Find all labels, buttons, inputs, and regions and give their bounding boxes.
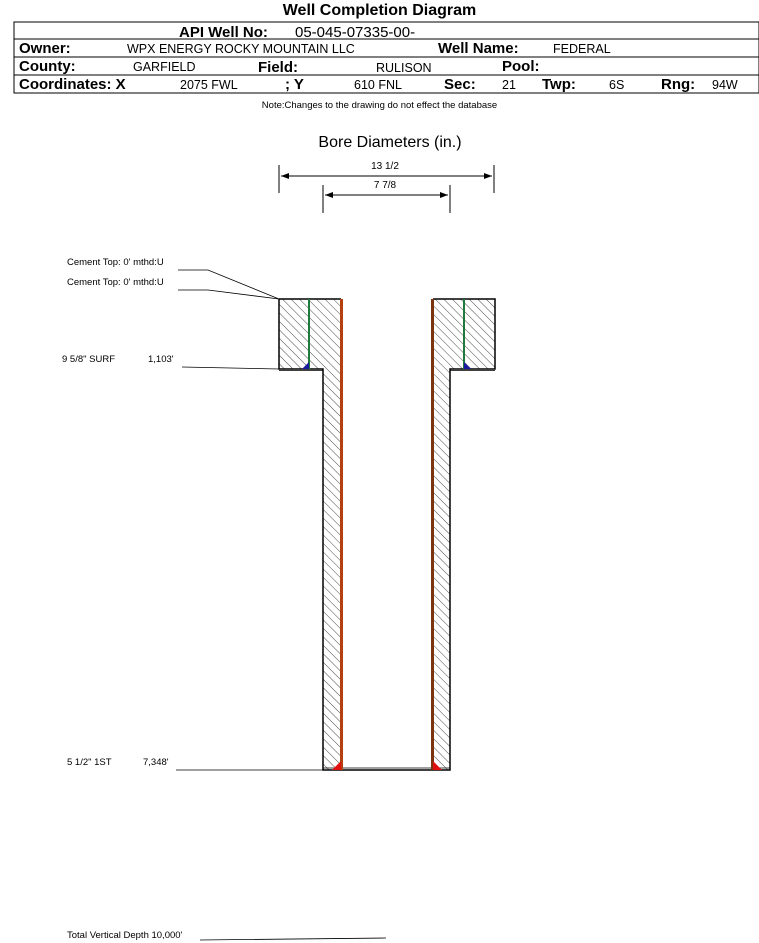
bore-outer-label: 13 1/2 <box>371 161 399 172</box>
rng-label: Rng: <box>661 76 696 93</box>
well-name-label: Well Name: <box>438 40 519 57</box>
api-label: API Well No: <box>179 24 268 41</box>
owner-value: WPX ENERGY ROCKY MOUNTAIN LLC <box>127 42 355 56</box>
right-surface-cement <box>433 299 495 369</box>
page-title: Well Completion Diagram <box>282 2 477 19</box>
sec-label: Sec: <box>444 76 476 93</box>
coord-y-label: ; Y <box>285 76 304 93</box>
bore-outline <box>278 298 496 771</box>
surface-casing-depth: 1,103' <box>148 354 174 365</box>
api-value: 05-045-07335-00- <box>295 24 416 41</box>
twp-label: Twp: <box>542 76 576 93</box>
cement-top-leader-1 <box>178 269 280 300</box>
db-note: Note:Changes to the drawing do not effec… <box>261 100 498 111</box>
surface-shoe-right <box>464 362 471 369</box>
production-casing-right <box>431 299 434 770</box>
surface-casing-name: 9 5/8" SURF <box>62 354 116 365</box>
right-production-cement <box>433 369 450 770</box>
twp-value: 6S <box>609 78 625 92</box>
rng-value: 94W <box>712 78 738 92</box>
left-production-cement <box>323 369 341 770</box>
pool-label: Pool: <box>502 58 540 75</box>
county-label: County: <box>19 58 76 75</box>
production-casing-name: 5 1/2" 1ST <box>67 757 112 768</box>
production-shoe-right <box>433 761 442 770</box>
surface-casing-leader <box>181 366 280 370</box>
header-grid <box>13 21 759 94</box>
surface-shoe-left <box>302 362 309 369</box>
left-surface-cement <box>279 299 341 369</box>
field-label: Field: <box>258 59 298 76</box>
total-depth-leader <box>199 937 387 941</box>
cement-top-leader-2 <box>178 289 280 300</box>
cement-top-label-2: Cement Top: 0' mthd:U <box>67 277 164 288</box>
production-casing-depth: 7,348' <box>143 757 169 768</box>
coord-x-label: Coordinates: X <box>19 76 126 93</box>
bore-diameters-title: Bore Diameters (in.) <box>318 134 462 151</box>
bore-inner-label: 7 7/8 <box>373 180 397 191</box>
well-name-value: FEDERAL <box>553 42 611 56</box>
field-value: RULISON <box>376 61 432 75</box>
sec-value: 21 <box>502 78 516 92</box>
coord-x-value: 2075 FWL <box>180 78 238 92</box>
cement-top-label-1: Cement Top: 0' mthd:U <box>67 257 164 268</box>
county-value: GARFIELD <box>133 60 196 74</box>
coord-y-value: 610 FNL <box>354 78 402 92</box>
bore-outline-inner <box>279 370 495 769</box>
production-casing-left <box>340 299 343 770</box>
owner-label: Owner: <box>19 40 71 57</box>
total-depth-label: Total Vertical Depth 10,000' <box>67 930 183 941</box>
production-shoe-left <box>332 761 341 770</box>
